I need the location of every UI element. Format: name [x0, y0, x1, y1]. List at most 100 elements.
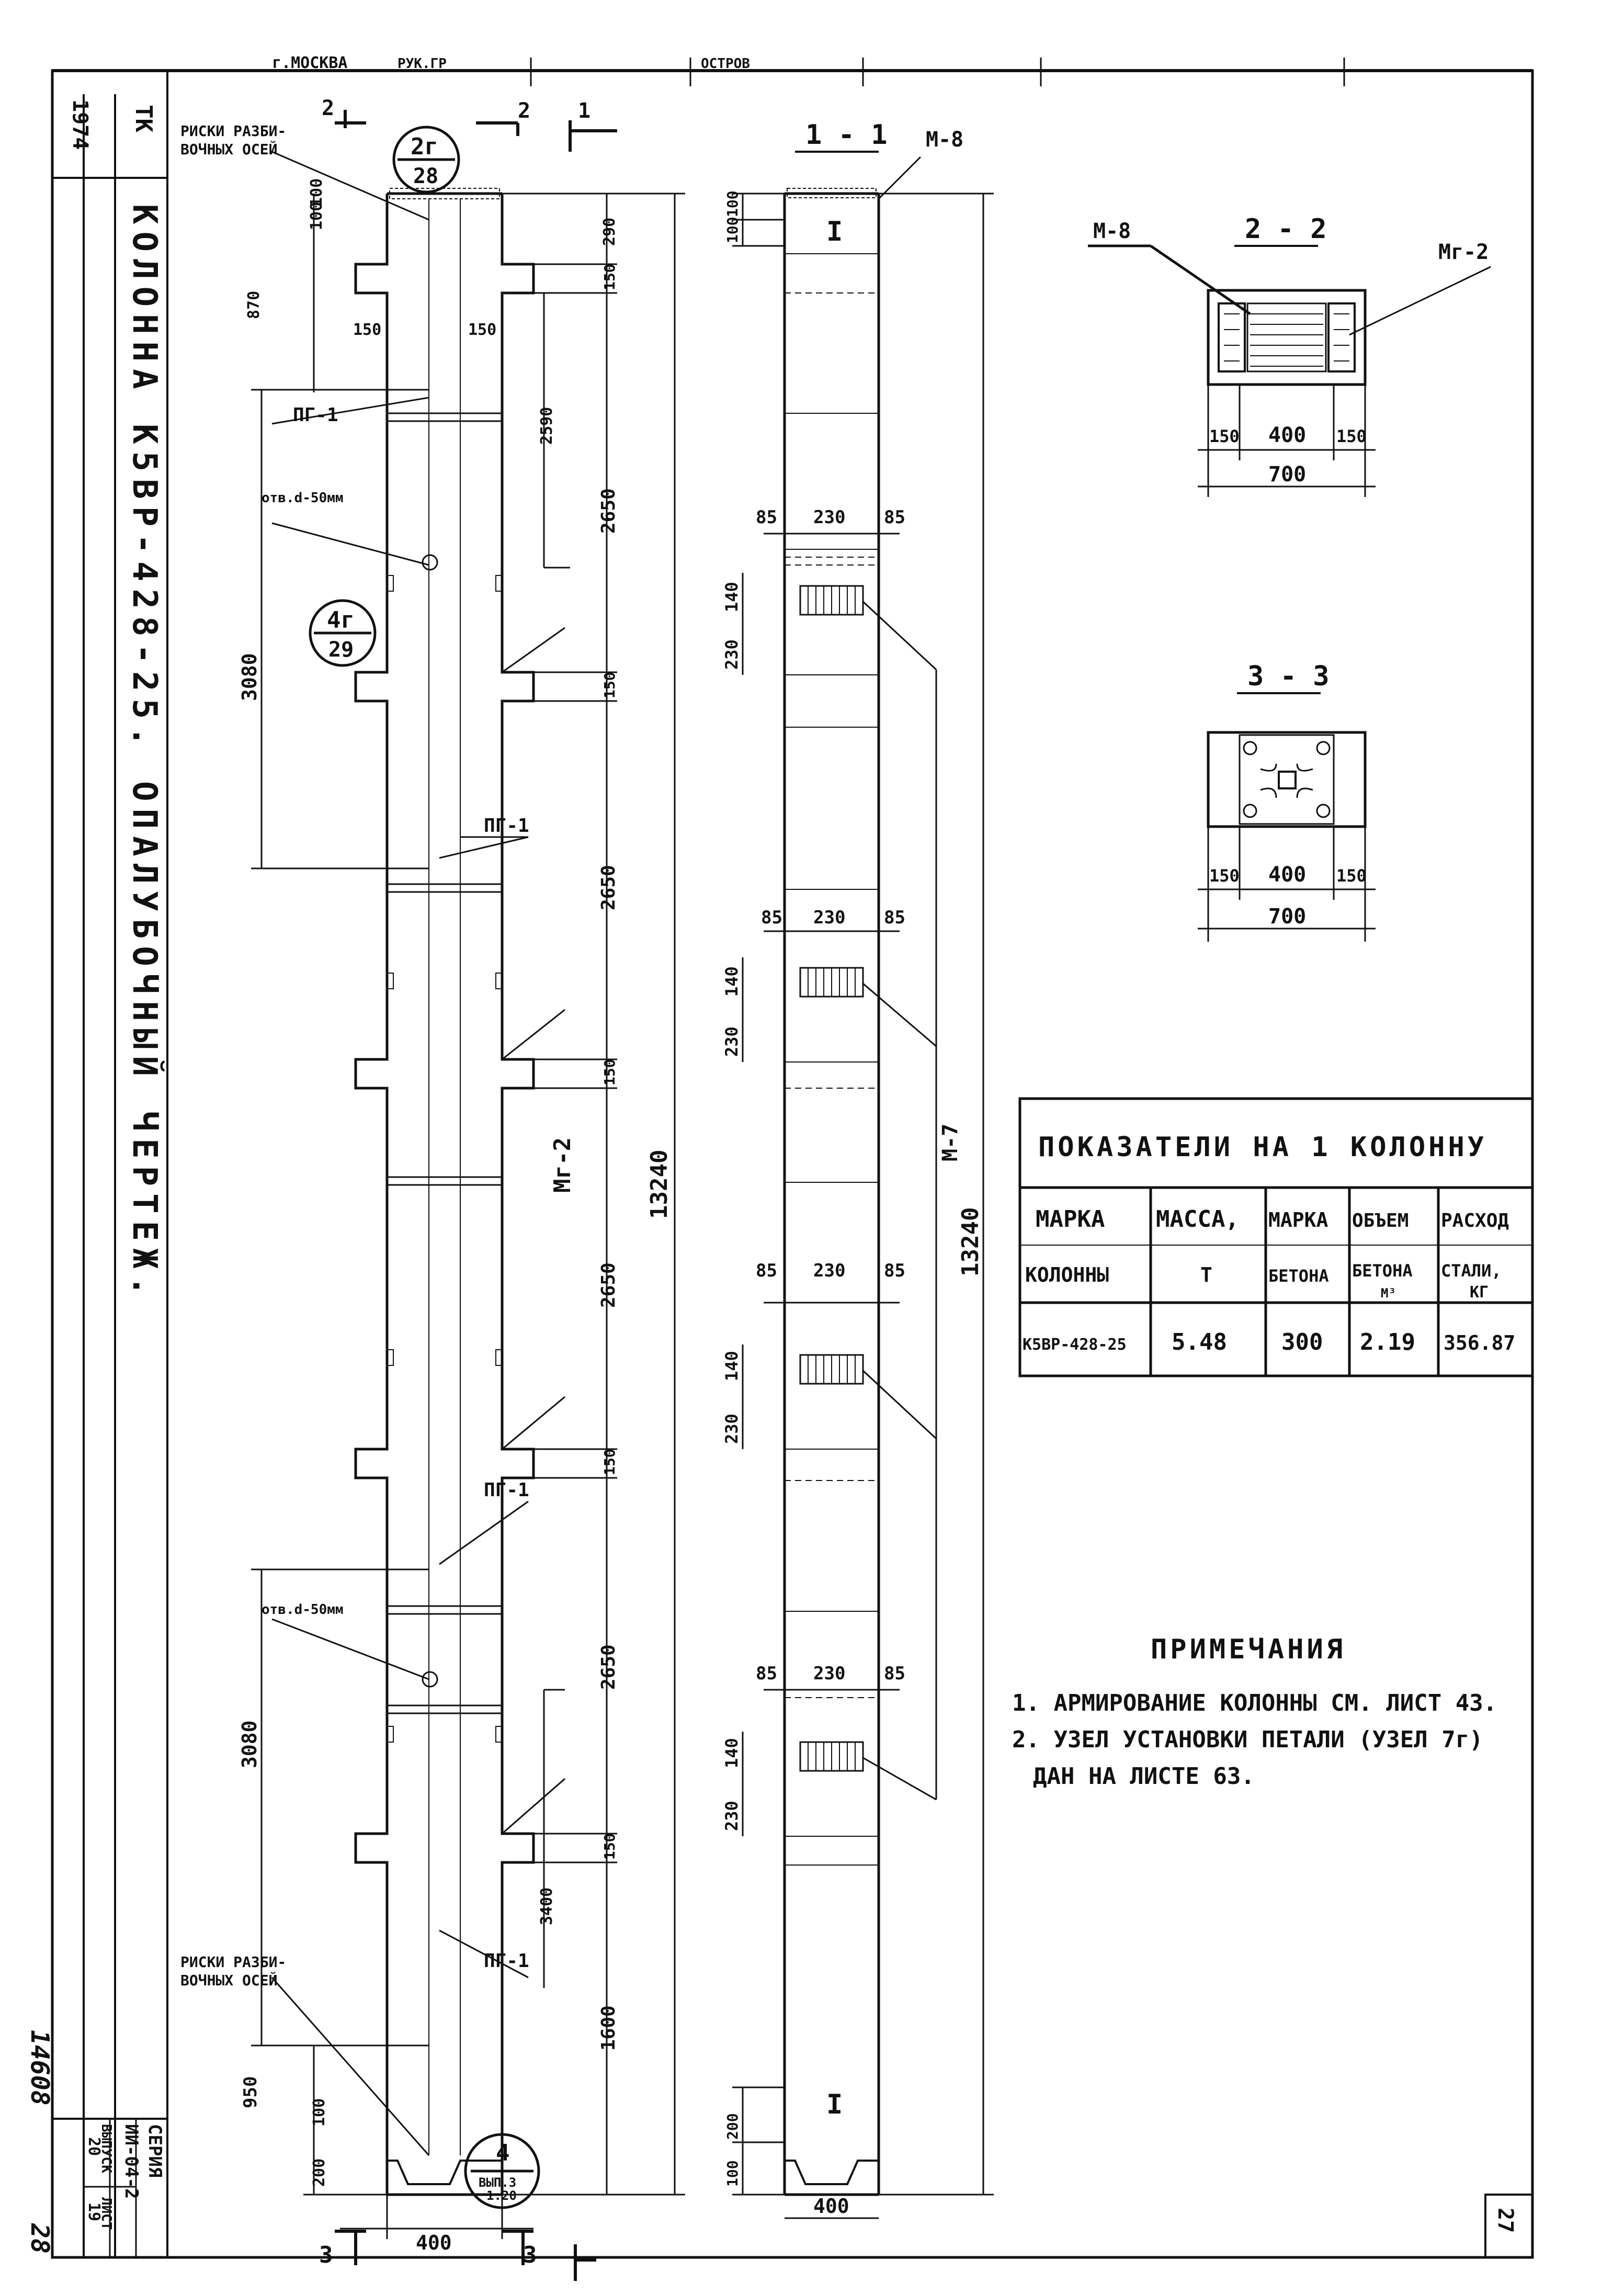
header-city: г.МОСКВА — [272, 54, 348, 72]
series-label: СЕРИЯ — [144, 2124, 165, 2177]
plate-dim-85b-2: 85 — [884, 907, 905, 928]
dim-right-2650a: 2650 — [598, 488, 619, 534]
notes-title: ПРИМЕЧАНИЯ — [1151, 1634, 1346, 1665]
dim-left-100b: 100 — [308, 178, 326, 207]
dim-right-1600: 1600 — [598, 2005, 619, 2051]
plate-dim-85a-2: 85 — [761, 907, 782, 928]
series-value: ИИ-04-2 — [121, 2124, 142, 2199]
note-2: 2. УЗЕЛ УСТАНОВКИ ПЕТАЛИ (УЗЕЛ 7г) — [1012, 1726, 1483, 1753]
dim-left-100c: 100 — [310, 2098, 328, 2127]
hole-top-label: отв.d-50мм — [262, 490, 344, 506]
pg1-label-1: ПГ-1 — [293, 404, 338, 426]
plate-dim-230-3: 230 — [813, 1260, 845, 1281]
column-elevation — [354, 188, 535, 2196]
table-cell-mass: 5.48 — [1172, 1329, 1227, 1355]
header-ruk: РУК.ГР — [398, 56, 447, 72]
section-3-3-dim-400: 400 — [1268, 863, 1306, 887]
dim-left-100a: 100 — [308, 202, 326, 230]
issue-value: 20 — [85, 2137, 103, 2156]
section-3-3-dim-150b: 150 — [1336, 866, 1367, 886]
section-1-1-total: 13240 — [957, 1207, 984, 1276]
issue-label: ВЫПУСК — [98, 2124, 114, 2173]
callout-bot-sheet: ВЫП.3 — [479, 2175, 516, 2190]
table-h2-2: Т — [1200, 1263, 1212, 1286]
table-h2-1: МАССА, — [1156, 1206, 1239, 1233]
side-dim-230-2: 230 — [722, 1026, 742, 1057]
section-3-3-title: 3 - 3 — [1247, 661, 1330, 692]
dim-left-950: 950 — [240, 2076, 261, 2108]
dim-right-150b: 150 — [601, 672, 618, 698]
indicators-table — [1018, 1097, 1534, 1377]
side-dim-140-4: 140 — [722, 1738, 742, 1768]
pg1-label-3: ПГ-1 — [484, 1479, 529, 1501]
dim-right-2590: 2590 — [538, 407, 556, 445]
section-mark-3b: 3 — [523, 2242, 537, 2268]
table-h1-2: КОЛОННЫ — [1025, 1263, 1109, 1286]
section-2-2-dim-150b: 150 — [1336, 426, 1367, 446]
callout-top-sheet: 28 — [413, 164, 438, 188]
section-1-1-top-dim-1: 100 — [724, 190, 741, 217]
table-h4-2: БЕТОНА — [1352, 1261, 1413, 1281]
title-org: ТК — [130, 105, 157, 132]
section-3-3 — [1198, 731, 1376, 942]
table-cell-steel: 356.87 — [1444, 1331, 1515, 1354]
plate-dim-85b-1: 85 — [884, 507, 905, 528]
pg1-label-2: ПГ-1 — [484, 815, 529, 837]
base-width: 400 — [416, 2231, 452, 2254]
dim-right-2650d: 2650 — [598, 1644, 619, 1690]
dim-left-3080b: 3080 — [238, 1720, 261, 1768]
drawing-title: КОЛОННА К5ВР-428-25. ОПАЛУБОЧНЫЙ ЧЕРТЕЖ. — [125, 204, 165, 1303]
dim-right-2650b: 2650 — [598, 865, 619, 910]
section-mark-3a: 3 — [319, 2242, 333, 2268]
note-3: ДАН НА ЛИСТЕ 63. — [1033, 1763, 1255, 1790]
side-dim-230-1: 230 — [722, 639, 742, 670]
plate-dim-85a-1: 85 — [756, 507, 777, 528]
callout-bot-num: 4 — [496, 2140, 510, 2166]
section-1-1-roman-bottom: I — [826, 2089, 843, 2120]
table-h5-3: КГ — [1470, 1283, 1489, 1302]
section-mark-1: 1 — [578, 99, 590, 123]
table-h3-1: МАРКА — [1268, 1208, 1328, 1231]
section-1-1-bot-dim-2: 100 — [724, 2160, 741, 2187]
dim-left-150b: 150 — [468, 321, 496, 339]
section-mark-2a: 2 — [322, 96, 334, 120]
dim-left-150a: 150 — [353, 321, 381, 339]
callout-bot-sub: 1.20 — [486, 2188, 517, 2203]
table-cell-mark: К5ВР-428-25 — [1023, 1336, 1127, 1354]
dim-left-200: 200 — [310, 2159, 328, 2187]
dim-right-150a: 150 — [601, 264, 618, 290]
section-1-1-top-dim-2: 100 — [724, 217, 741, 243]
section-2-2-mg2: Мг-2 — [1438, 240, 1489, 264]
table-h3-2: БЕТОНА — [1268, 1266, 1329, 1286]
plate-dim-230-1: 230 — [813, 507, 845, 528]
stamp-number: 14608 — [25, 2030, 54, 2106]
section-3-3-total: 700 — [1268, 905, 1306, 929]
plate-dim-85b-3: 85 — [884, 1260, 905, 1281]
note-1: 1. АРМИРОВАНИЕ КОЛОННЫ СМ. ЛИСТ 43. — [1012, 1690, 1497, 1716]
dim-left-3080a: 3080 — [238, 653, 261, 701]
table-cell-volume: 2.19 — [1360, 1329, 1415, 1355]
dim-left-870: 870 — [245, 291, 263, 319]
sheet-value: 19 — [85, 2202, 103, 2221]
plate-dim-230-4: 230 — [813, 1663, 845, 1684]
section-3-3-dim-150a: 150 — [1209, 866, 1240, 886]
table-title: ПОКАЗАТЕЛИ НА 1 КОЛОННУ — [1038, 1132, 1487, 1163]
section-2-2 — [1088, 244, 1491, 497]
section-1-1-m8: М-8 — [926, 128, 963, 152]
side-dim-230-4: 230 — [722, 1801, 742, 1831]
table-cell-concrete: 300 — [1281, 1329, 1323, 1355]
table-h4-1: ОБЪЕМ — [1352, 1210, 1409, 1231]
callout-top-num: 2г — [411, 133, 438, 160]
section-mark-2b: 2 — [518, 99, 530, 123]
dim-right-2650c: 2650 — [598, 1262, 619, 1308]
pg1-label-4: ПГ-1 — [484, 1950, 529, 1972]
side-dim-140-3: 140 — [722, 1351, 742, 1381]
section-1-1 — [732, 156, 994, 2219]
section-1-1-m7: М-7 — [938, 1124, 962, 1161]
plate-dim-85a-4: 85 — [756, 1663, 777, 1684]
table-h5-2: СТАЛИ, — [1441, 1261, 1502, 1281]
dim-right-150d: 150 — [601, 1449, 618, 1475]
title-year: 1974 — [68, 99, 92, 150]
stamp-sheet: 28 — [25, 2223, 54, 2254]
elevation-dimensions — [251, 151, 685, 2239]
